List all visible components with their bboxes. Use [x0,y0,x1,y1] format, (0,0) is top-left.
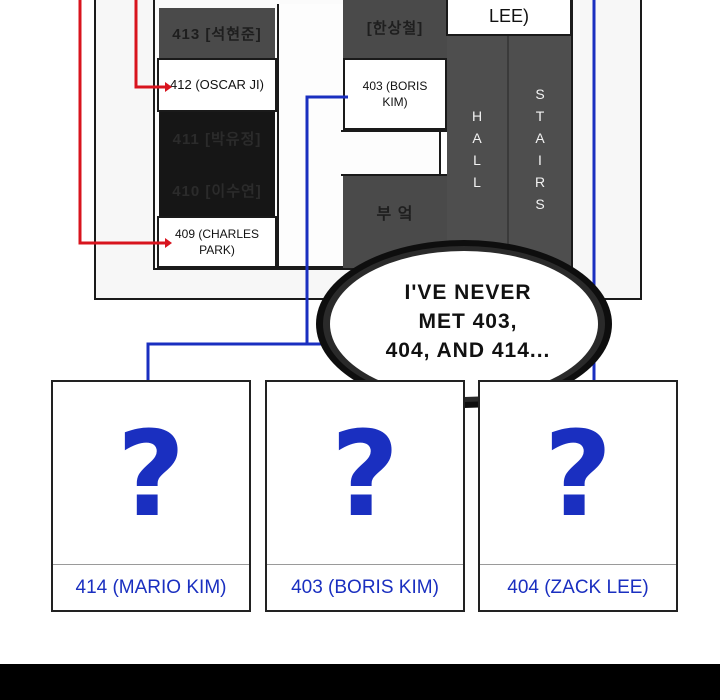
speech-bubble-shape [316,240,612,408]
red-arrowhead-409 [165,238,172,248]
card-414: ? 414 (MARIO KIM) [51,380,251,612]
card-404: ? 404 (ZACK LEE) [478,380,678,612]
question-mark-icon: ? [543,405,613,543]
room-409-line1: 409 (CHARLES [174,227,260,241]
card-label-404: 404 (ZACK LEE) [507,577,649,598]
room-top-right: LEE) [446,0,572,36]
stairs-area: STAIRS [507,36,571,268]
corridor-connector [341,130,447,176]
card-divider [267,564,463,565]
red-line-409 [78,0,165,245]
panel-bottom-bar [0,664,720,700]
room-403-line1: 403 (BORIS [362,79,428,93]
red-line-412 [134,0,165,89]
card-403: ? 403 (BORIS KIM) [265,380,465,612]
card-label-403: 403 (BORIS KIM) [291,577,439,598]
card-divider [480,564,676,565]
stairs-label: STAIRS [532,86,548,218]
card-divider [53,564,249,565]
question-mark-icon: ? [116,405,186,543]
room-411: 411 [박유정] [159,112,275,164]
blue-line-branch [146,342,352,382]
hall-label: HALL [469,108,485,196]
question-mark-icon: ? [330,405,400,543]
room-413: 413 [석현준] [159,8,275,58]
room-412: 412 (OSCAR JI) [157,58,277,112]
red-connectors [78,0,172,248]
bubble-line-2: MET 403, [418,310,518,333]
room-403: 403 (BORIS KIM) [343,58,447,130]
bubble-line-3: 404, AND 414... [385,339,551,362]
bubble-line-1: I'VE NEVER [404,281,532,304]
card-label-414: 414 (MARIO KIM) [75,577,227,598]
blue-line-403 [305,95,348,344]
room-409-line2: PARK) [199,243,235,257]
room-top-center: [한상철] [343,0,447,58]
red-arrowhead-412 [165,82,172,92]
room-403-line2: KIM) [382,95,408,109]
room-410: 410 [이수연] [159,164,275,216]
speech-bubble-text: I'VE NEVER MET 403, 404, AND 414... [350,278,586,365]
room-409: 409 (CHARLES PARK) [157,216,277,268]
hall-area: HALL [447,36,507,268]
